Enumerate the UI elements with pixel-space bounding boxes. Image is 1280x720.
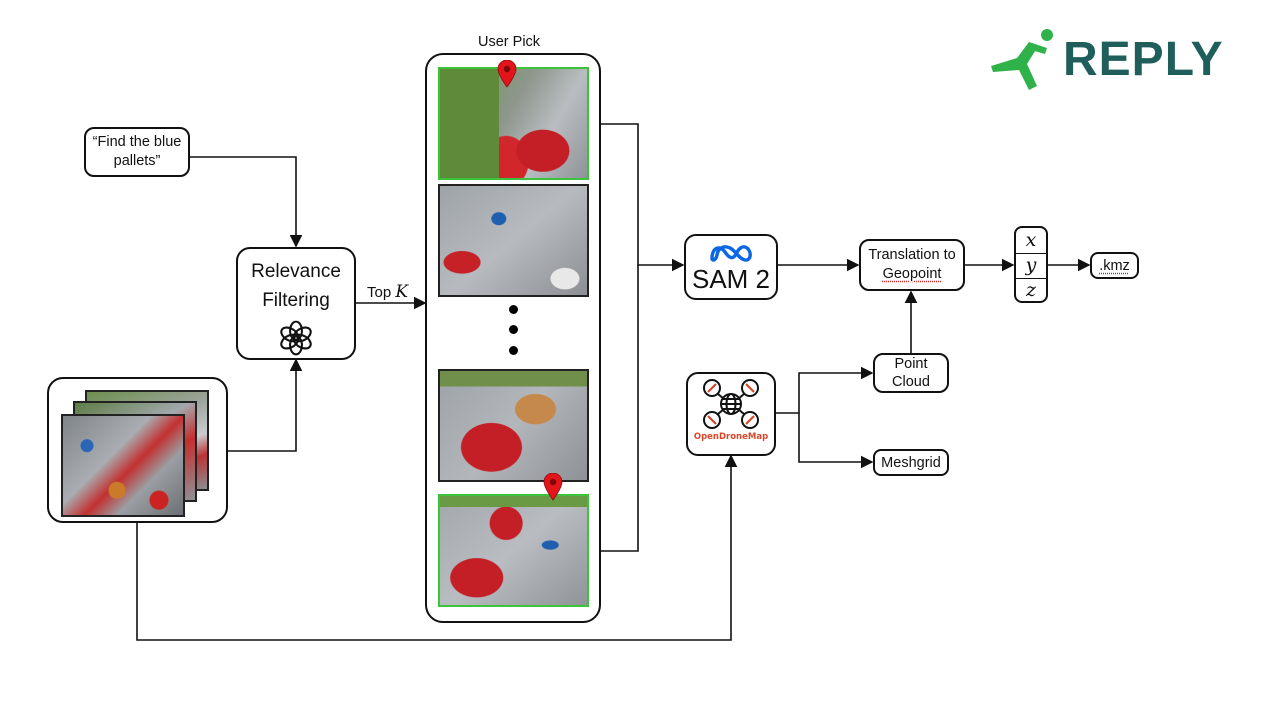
topk-prefix: Top (367, 284, 392, 301)
relevance-line1: Relevance (251, 261, 341, 282)
arrow-odm-to-meshgrid (798, 413, 874, 469)
running-figure-icon (991, 29, 1053, 90)
query-text-line2: pallets” (113, 153, 161, 169)
location-pin-icon (543, 473, 563, 501)
user-pick-title: User Pick (478, 34, 541, 50)
arrow-images-to-odm (136, 454, 738, 641)
coord-z: z (1025, 279, 1036, 301)
openai-icon (280, 320, 312, 356)
reply-logo-text: REPLY (1063, 33, 1224, 86)
user-pick-image-2[interactable] (438, 184, 589, 297)
meshgrid-box: Meshgrid (873, 449, 949, 476)
point-cloud-box: Point Cloud (873, 353, 949, 393)
relevance-line2: Filtering (262, 290, 330, 311)
ellipsis-dot (509, 305, 518, 314)
user-pick-image-4-selected[interactable] (438, 494, 589, 607)
kmz-label: .kmz (1099, 257, 1130, 274)
user-pick-image-3[interactable] (438, 369, 589, 482)
translation-line1: Translation to (868, 247, 956, 263)
point-cloud-line2: Cloud (892, 374, 930, 390)
topk-label: Top K (367, 282, 408, 302)
relevance-filtering-box: Relevance Filtering (236, 247, 356, 360)
user-pick-image-1-selected[interactable] (438, 67, 589, 180)
ellipsis-dot (509, 325, 518, 334)
ellipsis-dots (508, 300, 520, 360)
ellipsis-dot (509, 346, 518, 355)
opendronemap-label: OpenDroneMap (693, 432, 769, 442)
arrow-images-to-relevance (228, 358, 303, 452)
sam2-label: SAM 2 (691, 264, 771, 294)
coord-y: y (1016, 253, 1046, 279)
query-text-line1: “Find the blue (92, 134, 182, 150)
coordinates-vector: x y z (1014, 226, 1048, 303)
translation-line2: Geopoint (882, 266, 942, 282)
arrow-pick1-to-sam (588, 123, 685, 272)
input-images-box (47, 377, 228, 523)
arrow-query-to-relevance (190, 156, 303, 248)
point-cloud-line1: Point (894, 356, 928, 372)
translation-box: Translation to Geopoint (859, 239, 965, 291)
arrow-odm-to-pointcloud (776, 366, 874, 414)
location-pin-icon (497, 60, 517, 88)
reply-logo: REPLY (989, 26, 1239, 96)
topk-variable: K (395, 282, 409, 302)
opendronemap-box: OpenDroneMap (686, 372, 776, 456)
coord-x: x (1016, 228, 1046, 254)
input-image-front (61, 414, 185, 517)
kmz-output-box: .kmz (1090, 252, 1139, 279)
meshgrid-label: Meshgrid (881, 454, 941, 471)
drone-icon (703, 379, 759, 429)
sam2-box: SAM 2 (684, 234, 778, 300)
meta-logo-icon (710, 245, 752, 262)
query-box: “Find the blue pallets” (84, 127, 190, 177)
arrow-pick2-to-sam (588, 265, 639, 552)
